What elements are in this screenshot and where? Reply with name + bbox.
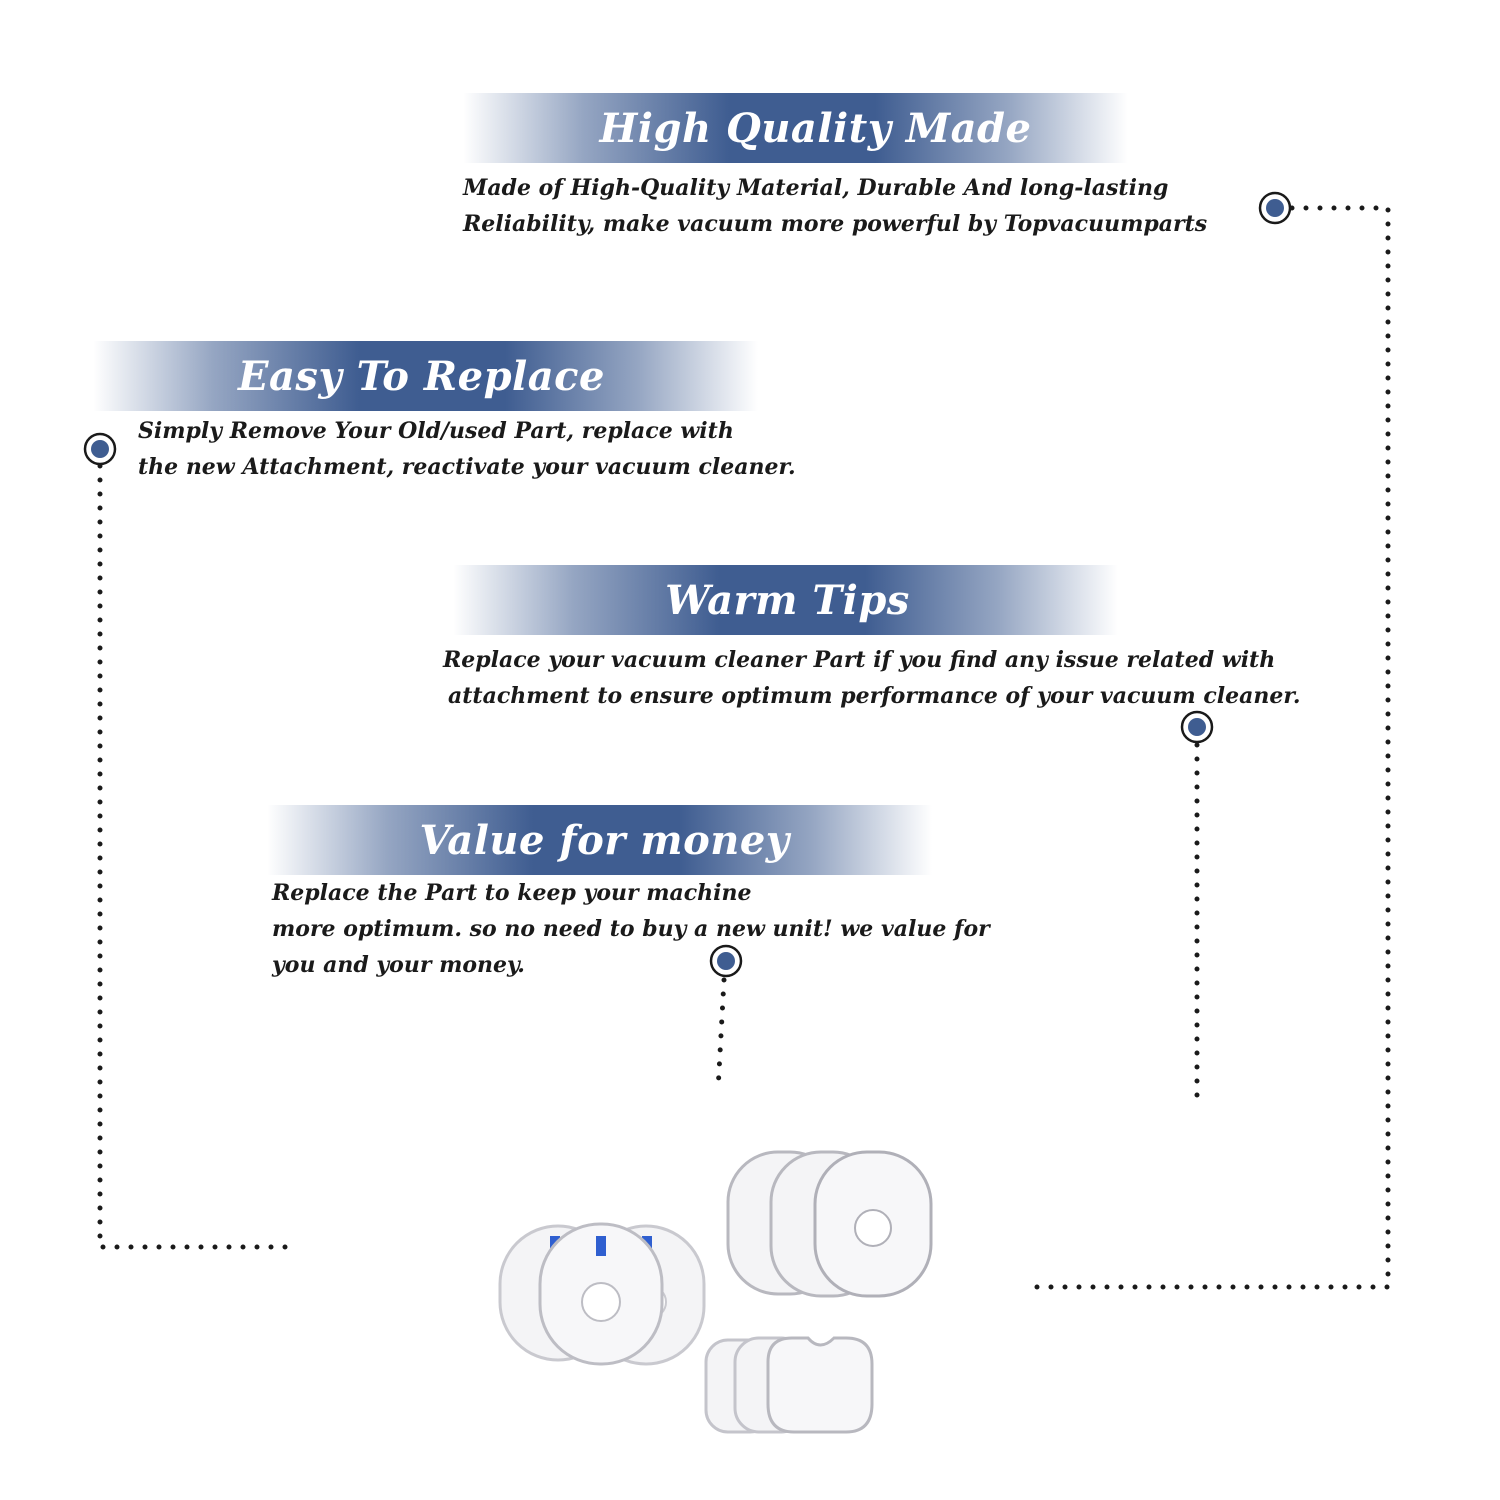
- banner-warm-tips: Warm Tips: [453, 565, 1118, 635]
- dotted-connectors: [97, 205, 1391, 1290]
- section-description-value-for-money: Replace the Part to keep your machine mo…: [272, 875, 990, 983]
- filter-pad-group-bottom: [704, 1336, 874, 1434]
- marker-warm-tips-icon: [1180, 710, 1214, 744]
- section-title: Value for money: [419, 816, 790, 864]
- description-line: Replace the Part to keep your machine: [272, 880, 752, 906]
- connector-value-for-money: [715, 977, 727, 1093]
- filter-pad-group-top: [726, 1150, 933, 1298]
- marker-value-for-money-icon: [709, 944, 743, 978]
- marker-high-quality-icon: [1258, 191, 1292, 225]
- description-line: more optimum. so no need to buy a new un…: [272, 916, 990, 942]
- description-line: Simply Remove Your Old/used Part, replac…: [138, 418, 734, 444]
- description-line: Replace your vacuum cleaner Part if you …: [443, 647, 1276, 673]
- marker-easy-to-replace-icon: [83, 432, 117, 466]
- description-line: Reliability, make vacuum more powerful b…: [463, 211, 1208, 237]
- banner-easy-to-replace: Easy To Replace: [93, 341, 758, 411]
- section-description-high-quality: Made of High-Quality Material, Durable A…: [463, 170, 1207, 242]
- filter-pad: [538, 1222, 664, 1366]
- section-title: Easy To Replace: [238, 352, 605, 400]
- banner-value-for-money: Value for money: [267, 805, 932, 875]
- filter-pad-group-left: [498, 1222, 706, 1366]
- description-line: the new Attachment, reactivate your vacu…: [138, 454, 796, 480]
- vacuum-filter-pads-icon: [498, 1150, 933, 1434]
- connector-easy-to-replace: [97, 463, 299, 1250]
- section-title: Warm Tips: [665, 576, 910, 624]
- description-line: Made of High-Quality Material, Durable A…: [463, 175, 1169, 201]
- section-title: High Quality Made: [599, 104, 1032, 152]
- banner-high-quality-made: High Quality Made: [463, 93, 1128, 163]
- description-line: you and your money.: [272, 952, 525, 978]
- description-line: attachment to ensure optimum performance…: [448, 683, 1301, 709]
- section-description-easy-to-replace: Simply Remove Your Old/used Part, replac…: [138, 413, 796, 485]
- section-description-warm-tips: Replace your vacuum cleaner Part if you …: [443, 642, 1301, 714]
- connector-high-quality: [1033, 205, 1391, 1290]
